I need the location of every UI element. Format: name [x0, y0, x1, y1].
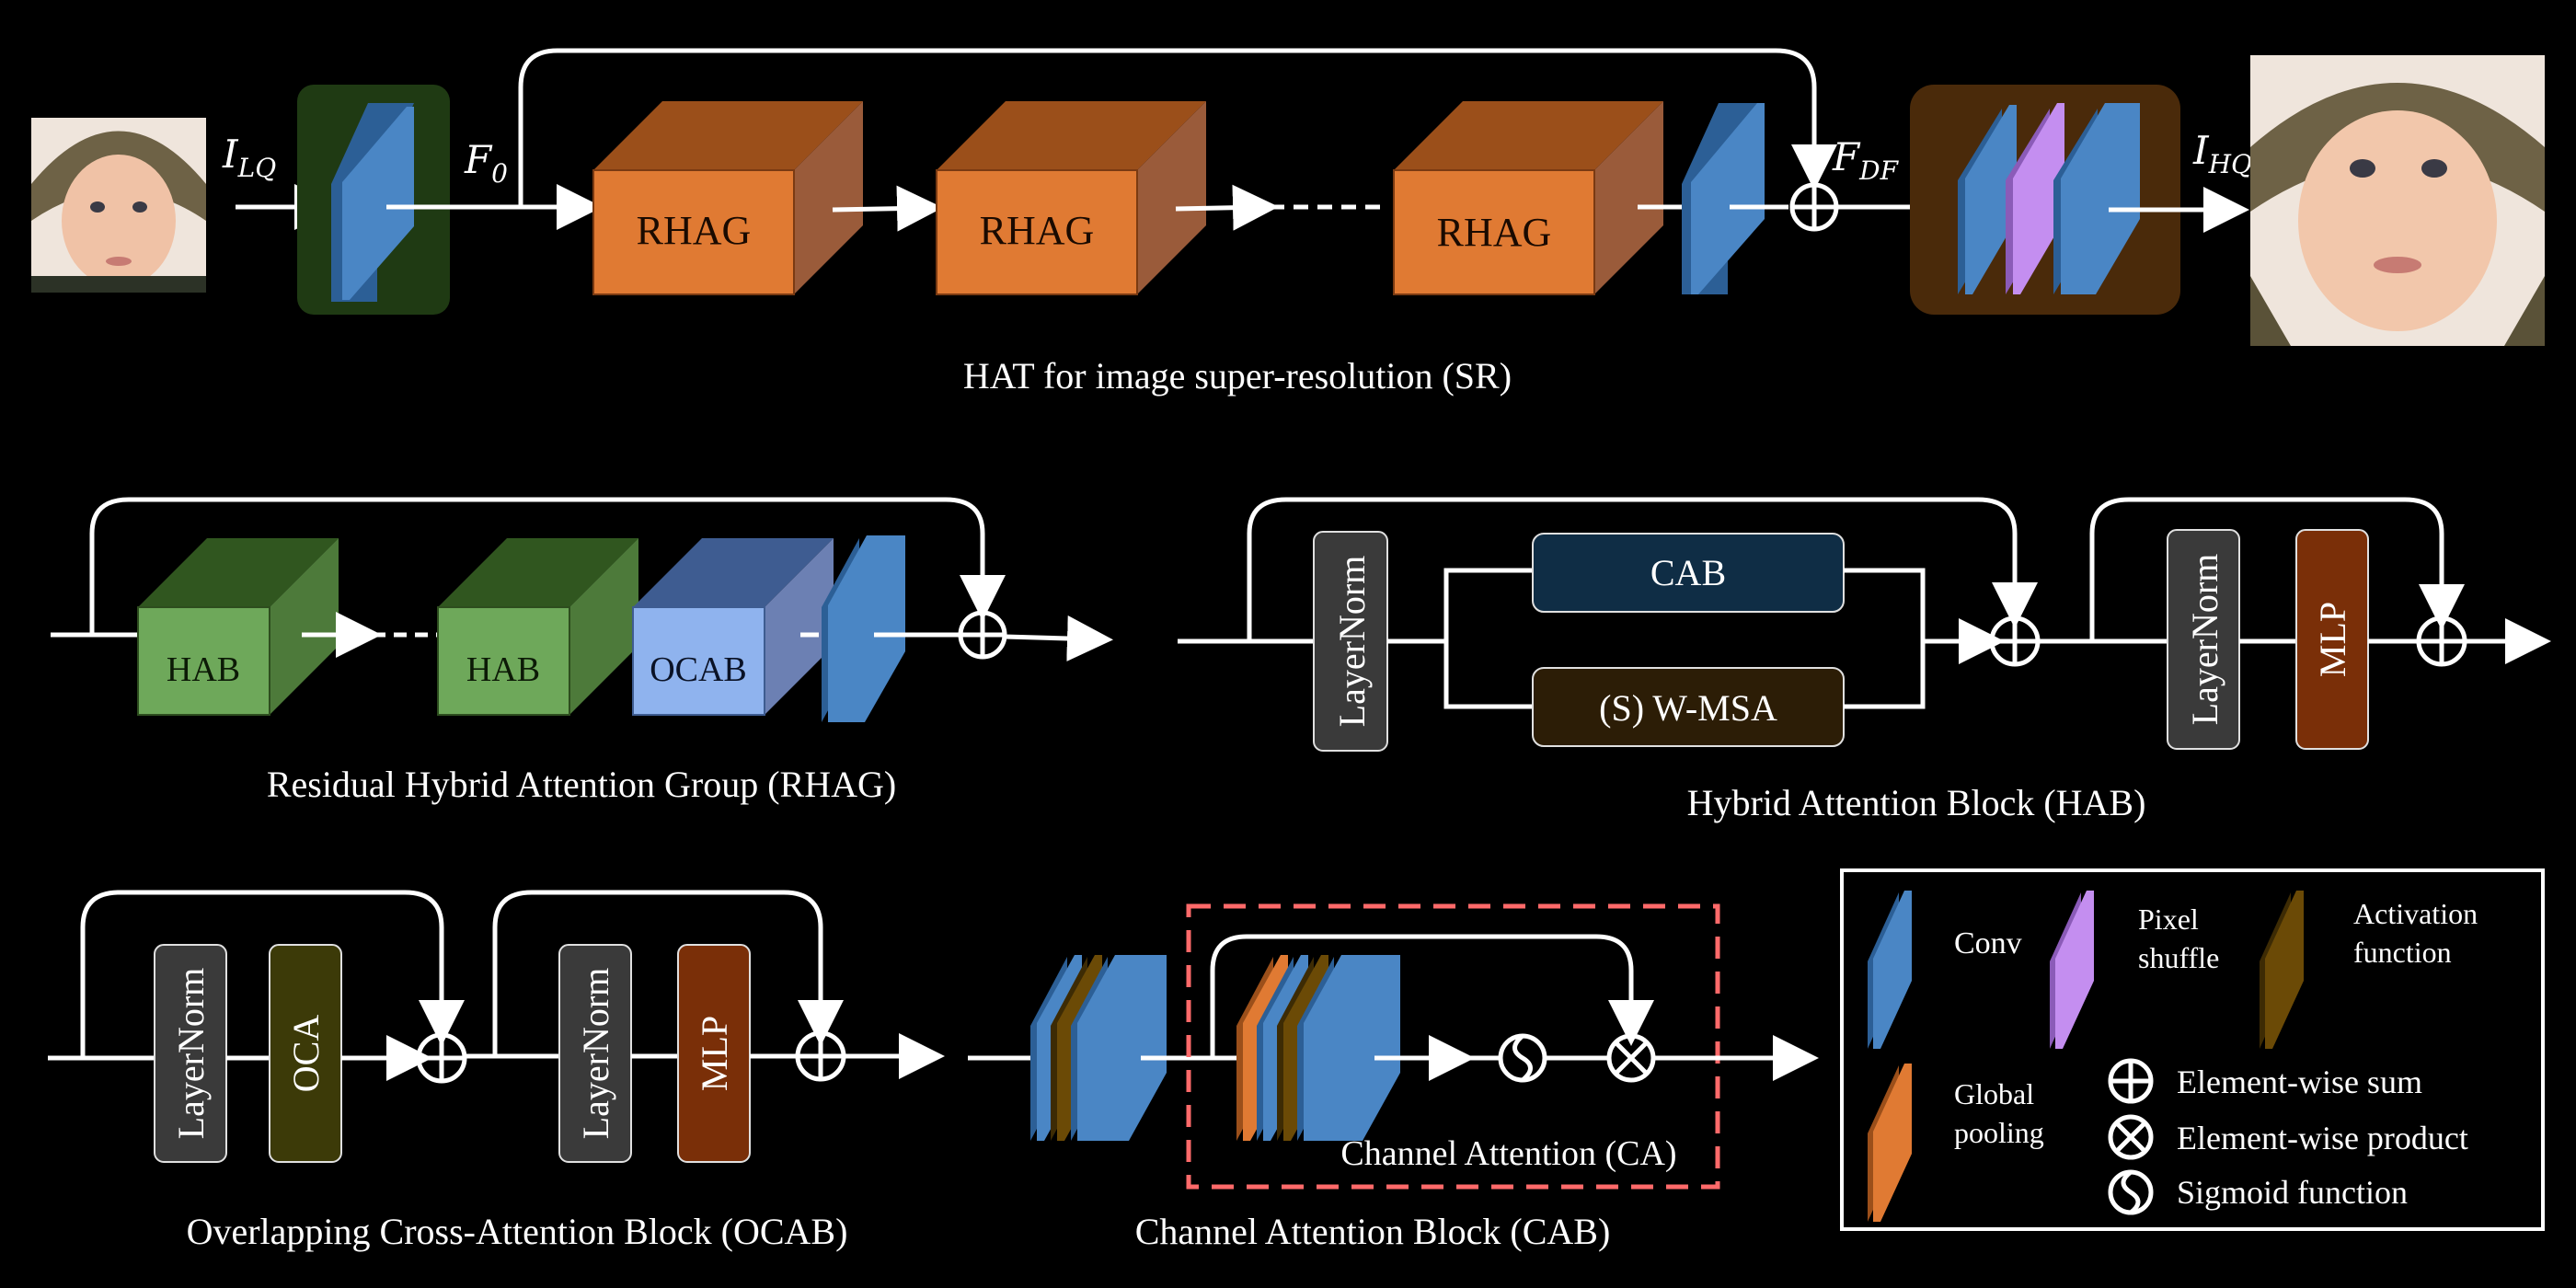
- legend-sigmoid-icon: [2108, 1169, 2154, 1215]
- layernorm-label: LayerNorm: [170, 968, 212, 1140]
- layernorm-box-ocab-1: LayerNorm: [154, 944, 227, 1163]
- f0-label: F0: [464, 137, 508, 189]
- channel-attention-label: Channel Attention (CA): [1340, 1134, 1676, 1173]
- wmsa-label: (S) W-MSA: [1599, 687, 1777, 729]
- element-wise-sum-node: [795, 1030, 846, 1082]
- skip-connection: [1210, 934, 1654, 1058]
- layernorm-label: LayerNorm: [1331, 556, 1373, 728]
- rhag-block-1: RHAG: [592, 101, 863, 295]
- legend-pixel-label-1: Pixel: [2138, 903, 2199, 936]
- hab-label: HAB: [466, 650, 540, 689]
- conv-layer-rhag: [822, 535, 905, 722]
- branch-line: [1844, 568, 1926, 709]
- hab-caption: Hybrid Attention Block (HAB): [1687, 782, 2146, 823]
- ocab-block: OCAB: [632, 538, 834, 716]
- hab-label: HAB: [167, 650, 240, 689]
- skip-connection: [2089, 497, 2465, 641]
- pixel-shuffle-layer: [2006, 103, 2064, 294]
- skip-connection: [1247, 497, 2038, 641]
- mlp-box-ocab: MLP: [677, 944, 751, 1163]
- element-wise-sum-node: [1789, 182, 1839, 232]
- legend-activation-label-1: Activation: [2353, 897, 2478, 930]
- layernorm-label: LayerNorm: [575, 968, 616, 1140]
- cab-caption: Channel Attention Block (CAB): [1135, 1211, 1611, 1252]
- oca-label: OCA: [285, 1015, 327, 1093]
- rhag-block-3: RHAG: [1393, 101, 1663, 295]
- element-wise-sum-node: [958, 610, 1007, 660]
- rhag-caption: Residual Hybrid Attention Group (RHAG): [267, 764, 896, 805]
- cab-label: CAB: [1650, 552, 1726, 593]
- fdf-label: FDF: [1832, 134, 1900, 186]
- legend-pooling-label-2: pooling: [1954, 1116, 2044, 1149]
- element-wise-sum-node: [416, 1032, 467, 1084]
- legend: Conv Pixel shuffle Activation function G…: [1840, 868, 2545, 1231]
- legend-pixel-label-2: shuffle: [2138, 941, 2219, 974]
- legend-activation-label-2: function: [2353, 936, 2452, 969]
- input-face-image: [31, 118, 206, 293]
- branch-line: [1443, 568, 1533, 641]
- input-label-ilq: ILQ: [222, 132, 276, 183]
- wmsa-box: (S) W-MSA: [1532, 667, 1845, 747]
- conv-activation-conv-stack: [1030, 955, 1167, 1141]
- channel-attention-dashed-box: [1186, 903, 1720, 1190]
- mlp-box: MLP: [2295, 529, 2369, 750]
- layernorm-box-2: LayerNorm: [2167, 529, 2240, 750]
- element-wise-sum-node: [2416, 615, 2467, 667]
- branch-line: [1443, 641, 1533, 709]
- arrow: [1004, 615, 1113, 661]
- legend-sigmoid-label: Sigmoid function: [2177, 1174, 2408, 1211]
- legend-sum-icon: [2108, 1058, 2154, 1104]
- legend-conv-label: Conv: [1954, 926, 2022, 960]
- pooling-conv-activation-conv-stack: [1236, 955, 1400, 1141]
- rhag-detail: HAB HAB OCAB Resid: [51, 497, 1113, 805]
- conv-layer-recon-1: [1958, 105, 2017, 294]
- hat-overview: ILQ F0 RHAG RHAG: [31, 48, 2545, 397]
- hab-block-2: HAB: [437, 538, 638, 716]
- ocab-label: OCAB: [650, 650, 747, 689]
- legend-pixel-shuffle-icon: [2050, 891, 2094, 1049]
- ocab-caption: Overlapping Cross-Attention Block (OCAB): [187, 1211, 848, 1252]
- skip-connection: [492, 890, 844, 1056]
- legend-global-pooling-icon: [1868, 1064, 1912, 1222]
- conv-layer-shallow: [331, 103, 414, 302]
- hat-caption: HAT for image super-resolution (SR): [963, 355, 1512, 397]
- rhag-label: RHAG: [637, 208, 752, 253]
- legend-sum-label: Element-wise sum: [2177, 1064, 2422, 1100]
- sigmoid-node: [1498, 1033, 1547, 1083]
- skip-connection: [518, 48, 1837, 207]
- rhag-label: RHAG: [1437, 210, 1552, 255]
- cab-detail: Channel Attention (CA) Channel Attention…: [968, 903, 1819, 1252]
- layernorm-box-1: LayerNorm: [1313, 531, 1388, 752]
- layernorm-label: LayerNorm: [2184, 554, 2225, 726]
- legend-frame: [1840, 868, 2545, 1231]
- mlp-label: MLP: [694, 1016, 735, 1091]
- legend-pooling-label-1: Global: [1954, 1077, 2034, 1110]
- hab-block-1: HAB: [137, 538, 339, 716]
- mlp-label: MLP: [2312, 602, 2353, 677]
- arrow: [832, 185, 943, 232]
- element-wise-sum-node: [1989, 615, 2041, 667]
- skip-connection: [80, 890, 465, 1058]
- arrow: [1175, 184, 1279, 231]
- conv-layer-body: [1682, 103, 1765, 294]
- legend-product-icon: [2108, 1114, 2154, 1160]
- legend-product-label: Element-wise product: [2177, 1120, 2468, 1156]
- rhag-block-2: RHAG: [936, 101, 1206, 295]
- ocab-detail: LayerNorm OCA LayerNorm MLP: [48, 890, 945, 1252]
- layernorm-box-ocab-2: LayerNorm: [558, 944, 632, 1163]
- element-wise-product-node: [1606, 1033, 1656, 1083]
- conv-layer-recon-2: [2053, 103, 2140, 294]
- cab-box: CAB: [1532, 533, 1845, 613]
- legend-conv-icon: [1868, 891, 1912, 1049]
- skip-connection: [89, 497, 1006, 635]
- oca-box: OCA: [269, 944, 342, 1163]
- legend-activation-icon: [2260, 891, 2304, 1049]
- output-label-ihq: IHQ: [2192, 128, 2252, 179]
- output-face-image: [2250, 55, 2545, 346]
- hab-detail: LayerNorm CAB (S) W-MSA LayerNorm: [1178, 497, 2551, 823]
- rhag-label: RHAG: [980, 208, 1095, 253]
